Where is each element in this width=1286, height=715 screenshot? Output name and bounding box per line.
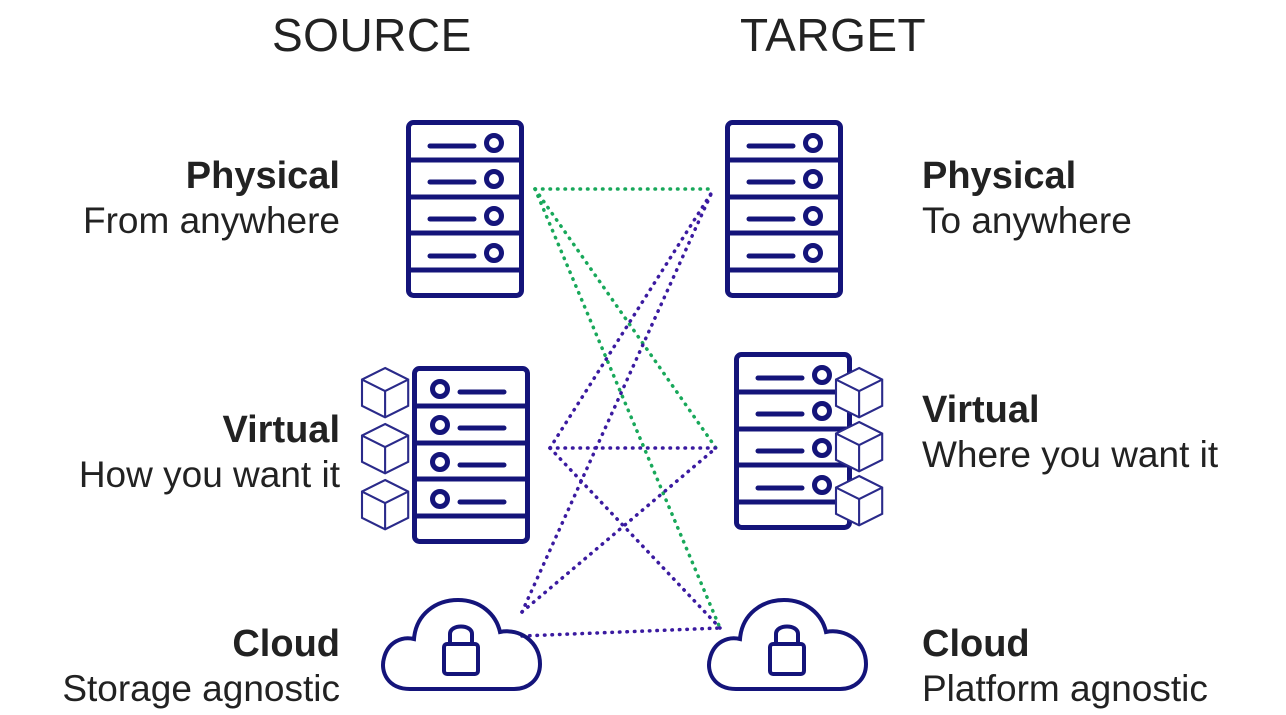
target-cloud-label: Cloud Platform agnostic (922, 622, 1208, 710)
target-header: TARGET (740, 9, 927, 61)
target-cloud-lock-icon (707, 598, 868, 691)
source-cloud-label: Cloud Storage agnostic (62, 622, 340, 710)
link-cloud-cloud (520, 626, 722, 638)
source-physical-subtitle: From anywhere (82, 199, 340, 241)
link-physical-cloud (533, 187, 722, 630)
source-cloud-lock-icon (381, 598, 542, 691)
link-physical-virtual (533, 187, 718, 450)
target-physical-label: Physical To anywhere (922, 154, 1132, 242)
migration-links (520, 187, 722, 638)
source-physical-server-rack-icon (409, 123, 522, 296)
source-cloud-subtitle: Storage agnostic (62, 667, 340, 709)
source-header: SOURCE (272, 9, 472, 61)
source-virtual-server-icon (360, 366, 528, 542)
target-physical-title: Physical (922, 155, 1077, 197)
target-virtual-subtitle: Where you want it (922, 433, 1219, 475)
source-cloud-title: Cloud (232, 623, 340, 665)
source-virtual-subtitle: How you want it (78, 453, 340, 495)
target-physical-subtitle: To anywhere (922, 199, 1132, 241)
source-virtual-title: Virtual (222, 409, 340, 451)
link-virtual-cloud (548, 446, 722, 630)
link-cloud-physical (520, 190, 714, 614)
source-physical-title: Physical (185, 155, 340, 197)
target-cloud-subtitle: Platform agnostic (922, 667, 1208, 709)
source-virtual-label: Virtual How you want it (79, 408, 340, 496)
target-cloud-title: Cloud (922, 623, 1030, 665)
source-cube-icons (360, 366, 410, 531)
target-physical-server-rack-icon (728, 123, 841, 296)
target-virtual-server-icon (737, 355, 884, 528)
target-cube-icons (834, 366, 884, 527)
link-virtual-physical (548, 190, 714, 450)
source-physical-label: Physical From anywhere (83, 154, 340, 242)
target-virtual-label: Virtual Where you want it (922, 388, 1218, 476)
target-virtual-title: Virtual (922, 389, 1040, 431)
link-cloud-virtual (520, 446, 718, 614)
